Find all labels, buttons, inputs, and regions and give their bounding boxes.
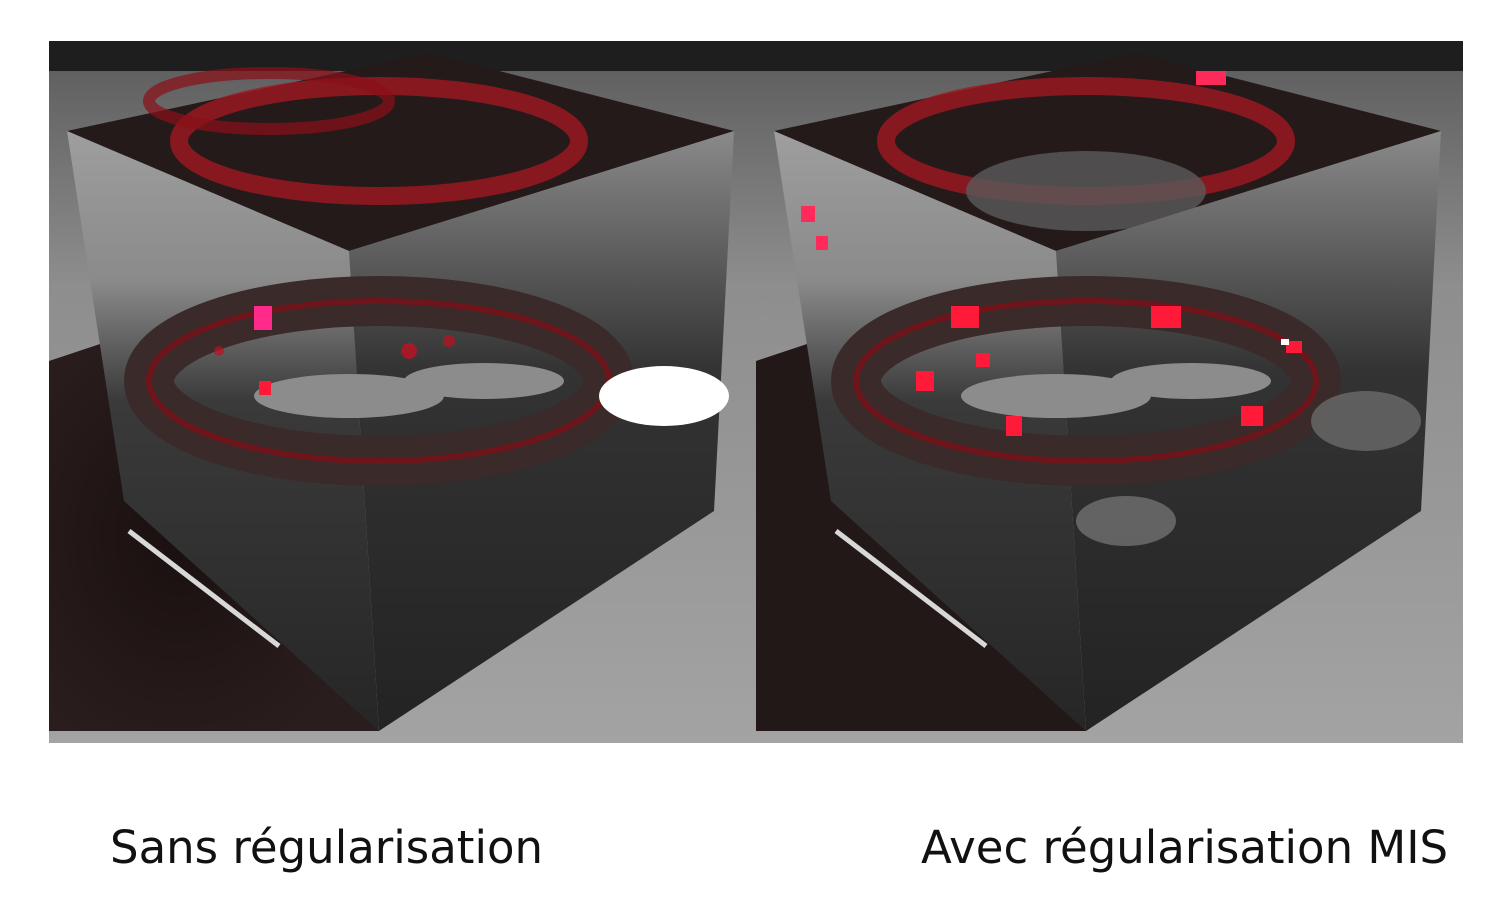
hot-pixel-red [1151, 306, 1181, 328]
hot-pixel-red [259, 381, 271, 395]
hot-pixel-red [801, 206, 815, 222]
back-wall [49, 41, 756, 71]
top-ring-reflection [143, 67, 395, 135]
render-with-mis-regularization [756, 41, 1463, 743]
hot-pixel-red [1241, 406, 1263, 426]
hot-pixel-red [1286, 341, 1302, 353]
top-grey-noise-patch [966, 151, 1206, 231]
hot-pixel-red [916, 371, 934, 391]
specular-highlight [599, 366, 729, 426]
caption-with-mis-regularization: Avec régularisation MIS [921, 821, 1449, 874]
torus-hole-left [254, 374, 444, 418]
hot-pixel-red [976, 353, 990, 367]
render-without-regularization [49, 41, 756, 743]
cube-render-right [756, 41, 1463, 743]
grey-noise-patch [1311, 391, 1421, 451]
cube-render-left [49, 41, 756, 743]
torus-red-rim [853, 298, 1319, 464]
hot-pixel-red [1196, 71, 1226, 85]
hot-pixel-white [1281, 339, 1289, 345]
shadow-highlight-line [834, 529, 988, 648]
red-noise-spot [214, 346, 224, 356]
red-noise-spot [401, 343, 417, 359]
hot-pixel-red [816, 236, 828, 250]
shadow-highlight-line [127, 529, 281, 648]
caption-without-regularization: Sans régularisation [110, 821, 543, 874]
hot-pixel-pink [254, 306, 272, 330]
grey-noise-patch [1076, 496, 1176, 546]
torus-hole-left [961, 374, 1151, 418]
back-wall [756, 41, 1463, 71]
hot-pixel-red [1006, 416, 1022, 436]
torus-hole-right [1111, 363, 1271, 399]
hot-pixel-red [951, 306, 979, 328]
red-noise-spot [443, 335, 455, 347]
torus-hole-right [404, 363, 564, 399]
